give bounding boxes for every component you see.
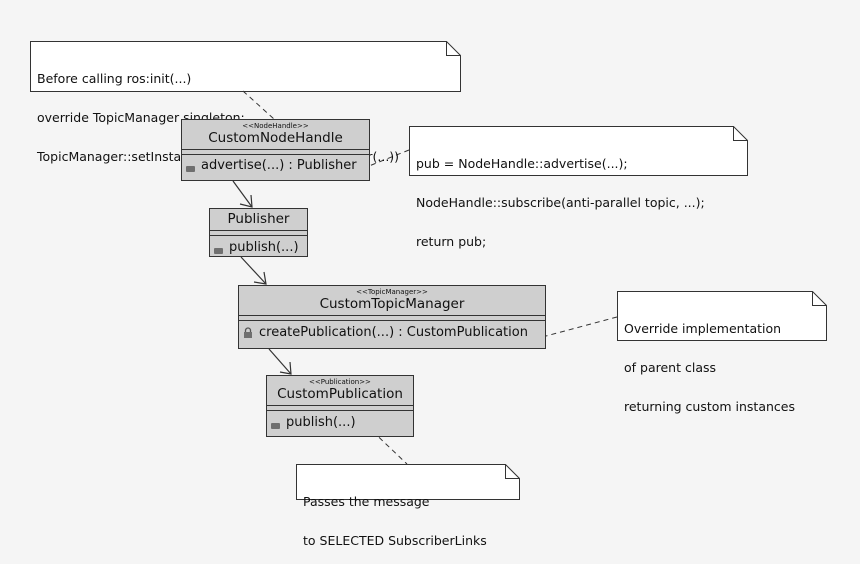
arrowhead-topicmanager-publication bbox=[279, 361, 292, 375]
note-advertise-shape bbox=[409, 126, 748, 176]
class-name: CustomTopicManager bbox=[319, 296, 465, 312]
lock-icon bbox=[244, 327, 252, 338]
note-publish-shape bbox=[296, 464, 520, 500]
method-publish[interactable]: publish(...) bbox=[267, 411, 413, 434]
stereotype-label: <<Publication>> bbox=[309, 378, 371, 386]
note-init-line-1: Before calling ros:init(...) bbox=[37, 71, 192, 86]
arrow-topicmanager-publication bbox=[268, 348, 292, 375]
note-override-line-2: of parent class bbox=[624, 360, 716, 375]
note-publish-fold bbox=[505, 464, 520, 479]
protected-visibility-icon bbox=[214, 248, 223, 254]
class-custom-topic-manager[interactable]: <<TopicManager>> CustomTopicManager crea… bbox=[238, 285, 546, 349]
arrow-publisher-topicmanager bbox=[240, 256, 267, 285]
class-name: CustomPublication bbox=[277, 386, 403, 402]
stereotype-label: <<TopicManager>> bbox=[356, 288, 428, 296]
class-custom-node-handle[interactable]: <<NodeHandle>> CustomNodeHandle advertis… bbox=[181, 119, 370, 181]
protected-visibility-icon bbox=[186, 166, 195, 172]
note-advertise-line-3: return pub; bbox=[416, 234, 487, 249]
method-publish[interactable]: publish(...) bbox=[210, 236, 307, 259]
arrowhead-nodehandle-publisher bbox=[239, 194, 253, 208]
note-override-fold bbox=[812, 291, 827, 306]
note-advertise: pub = NodeHandle::advertise(...); NodeHa… bbox=[410, 127, 711, 265]
method-create-publication[interactable]: createPublication(...) : CustomPublicati… bbox=[239, 321, 545, 344]
class-name: CustomNodeHandle bbox=[208, 130, 343, 146]
method-signature: createPublication(...) : CustomPublicati… bbox=[259, 325, 528, 340]
note-advertise-fold bbox=[733, 126, 748, 141]
arrowhead-publisher-topicmanager bbox=[253, 271, 267, 285]
stereotype-label: <<NodeHandle>> bbox=[242, 122, 309, 130]
note-advertise-line-1: pub = NodeHandle::advertise(...); bbox=[416, 156, 628, 171]
note-publish-line-1: Passes the message bbox=[303, 494, 430, 509]
note-init-fold bbox=[446, 41, 461, 56]
note-override-shape bbox=[617, 291, 827, 341]
method-signature: publish(...) bbox=[229, 240, 299, 255]
class-name: Publisher bbox=[227, 211, 290, 227]
method-signature: publish(...) bbox=[286, 415, 356, 430]
note-override-line-1: Override implementation bbox=[624, 321, 782, 336]
connector-init-note bbox=[242, 90, 275, 120]
protected-visibility-icon bbox=[271, 423, 280, 429]
note-advertise-line-2: NodeHandle::subscribe(anti-parallel topi… bbox=[416, 195, 705, 210]
note-init-shape bbox=[30, 41, 461, 92]
note-override: Override implementation of parent class … bbox=[618, 292, 801, 430]
method-signature: advertise(...) : Publisher bbox=[201, 158, 357, 173]
connector-override-note bbox=[545, 316, 618, 337]
arrow-nodehandle-publisher bbox=[232, 180, 253, 208]
connector-advertise-note bbox=[368, 149, 410, 167]
class-custom-publication[interactable]: <<Publication>> CustomPublication publis… bbox=[266, 375, 414, 437]
note-publish-line-2: to SELECTED SubscriberLinks bbox=[303, 533, 487, 548]
diagram-canvas bbox=[30, 41, 827, 500]
note-override-line-3: returning custom instances bbox=[624, 399, 795, 414]
class-publisher[interactable]: Publisher publish(...) bbox=[209, 208, 308, 257]
note-publish: Passes the message to SELECTED Subscribe… bbox=[297, 465, 493, 564]
method-advertise[interactable]: advertise(...) : Publisher bbox=[182, 155, 369, 177]
